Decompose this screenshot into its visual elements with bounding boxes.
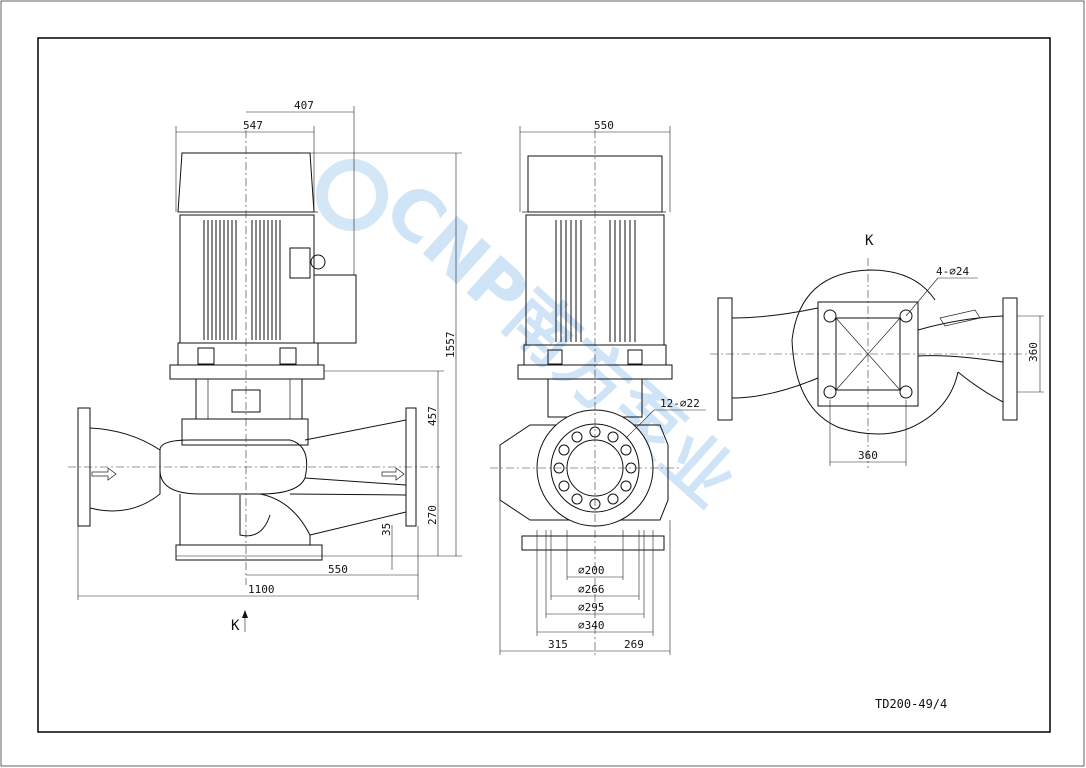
plan-dimensions: 4-⌀24 360 360 (829, 265, 1044, 466)
dim-1557: 1557 (444, 332, 457, 359)
dim-1100: 1100 (248, 583, 275, 596)
dim-550-front: 550 (594, 119, 614, 132)
front-dimensions: 550 12-⌀22 ⌀200 ⌀266 ⌀295 ⌀340 315 269 (499, 119, 706, 655)
dim-35: 35 (380, 523, 393, 536)
dim-phi266: ⌀266 (578, 583, 605, 596)
dim-270: 270 (426, 505, 439, 525)
bolt-spec: 12-⌀22 (660, 397, 700, 410)
dim-547: 547 (243, 119, 263, 132)
dim-550-side: 550 (328, 563, 348, 576)
hole-spec: 4-⌀24 (936, 265, 969, 278)
plan-view-label: K (865, 233, 874, 249)
dim-407: 407 (294, 99, 314, 112)
front-view (490, 130, 680, 655)
dim-360-horizontal: 360 (858, 449, 878, 462)
plan-view: K (710, 233, 1030, 468)
side-view (68, 130, 440, 585)
dim-phi340: ⌀340 (578, 619, 605, 632)
dim-360-vertical: 360 (1027, 342, 1040, 362)
dim-269: 269 (624, 638, 644, 651)
drawing-code: TD200-49/4 (875, 697, 947, 711)
dim-315: 315 (548, 638, 568, 651)
view-arrow-label: K (231, 618, 240, 634)
dim-phi200: ⌀200 (578, 564, 605, 577)
dim-phi295: ⌀295 (578, 601, 605, 614)
drawing-frame (37, 37, 1051, 733)
dim-457: 457 (426, 406, 439, 426)
side-dimensions: 407 547 1557 457 270 35 550 1100 K (77, 99, 462, 634)
